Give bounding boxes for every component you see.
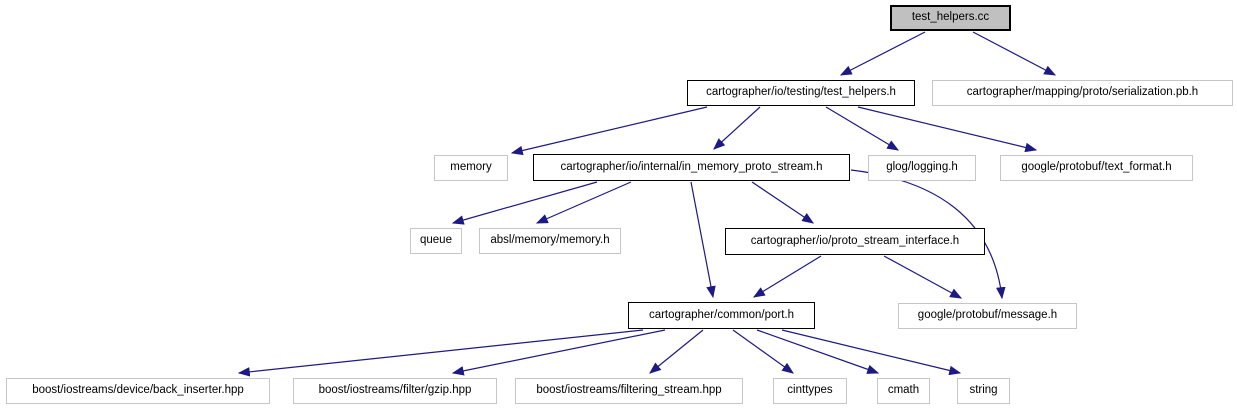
- node-test-helpers-cc: test_helpers.cc: [890, 5, 1011, 31]
- edge-test-helpers-h-to-memory: [510, 106, 708, 156]
- node-serialization-pb-h: cartographer/mapping/proto/serialization…: [932, 80, 1233, 106]
- edge-port-h-to-back-inserter-hpp: [237, 329, 644, 377]
- node-memory: memory: [434, 155, 508, 181]
- edge-test-helpers-cc-to-serialization-pb-h: [972, 31, 1057, 76]
- edge-in-memory-to-port-h: [690, 181, 716, 299]
- edge-in-memory-to-absl-memory-h: [535, 181, 632, 224]
- node-filtering-stream-hpp: boost/iostreams/filtering_stream.hpp: [515, 378, 743, 404]
- edge-proto-stream-interface-h-to-port-h: [752, 255, 822, 298]
- node-test-helpers-h[interactable]: cartographer/io/testing/test_helpers.h: [687, 80, 915, 106]
- edge-port-h-to-cinttypes: [732, 329, 794, 374]
- edge-port-h-to-filtering-stream-hpp: [649, 329, 704, 374]
- node-glog-logging-h: glog/logging.h: [868, 155, 976, 181]
- node-cmath: cmath: [877, 378, 930, 404]
- node-queue: queue: [410, 228, 462, 254]
- node-back-inserter-hpp: boost/iostreams/device/back_inserter.hpp: [6, 378, 270, 404]
- node-in-memory-proto-stream-h[interactable]: cartographer/io/internal/in_memory_proto…: [533, 154, 850, 181]
- edge-in-memory-to-queue: [451, 181, 598, 225]
- edge-port-h-to-cmath: [756, 329, 880, 374]
- node-message-h: google/protobuf/message.h: [898, 303, 1077, 329]
- edge-test-helpers-h-to-glog-logging-h: [825, 106, 900, 151]
- node-cinttypes: cinttypes: [773, 378, 847, 404]
- node-string: string: [957, 378, 1010, 404]
- node-text-format-h: google/protobuf/text_format.h: [1000, 155, 1193, 181]
- edge-test-helpers-h-to-in-memory-proto-stream-h: [713, 106, 761, 150]
- edge-proto-stream-interface-h-to-message-h: [883, 255, 963, 299]
- node-port-h[interactable]: cartographer/common/port.h: [628, 302, 815, 329]
- node-absl-memory-h: absl/memory/memory.h: [479, 228, 621, 254]
- node-proto-stream-interface-h[interactable]: cartographer/io/proto_stream_interface.h: [725, 228, 985, 255]
- node-gzip-hpp: boost/iostreams/filter/gzip.hpp: [293, 378, 497, 404]
- edge-port-h-to-gzip-hpp: [451, 329, 666, 376]
- edge-port-h-to-string: [781, 329, 962, 376]
- edge-in-memory-to-proto-stream-interface-h: [751, 181, 814, 224]
- edge-test-helpers-h-to-text-format-h: [857, 106, 1038, 153]
- edge-test-helpers-cc-to-test-helpers-h: [839, 31, 926, 76]
